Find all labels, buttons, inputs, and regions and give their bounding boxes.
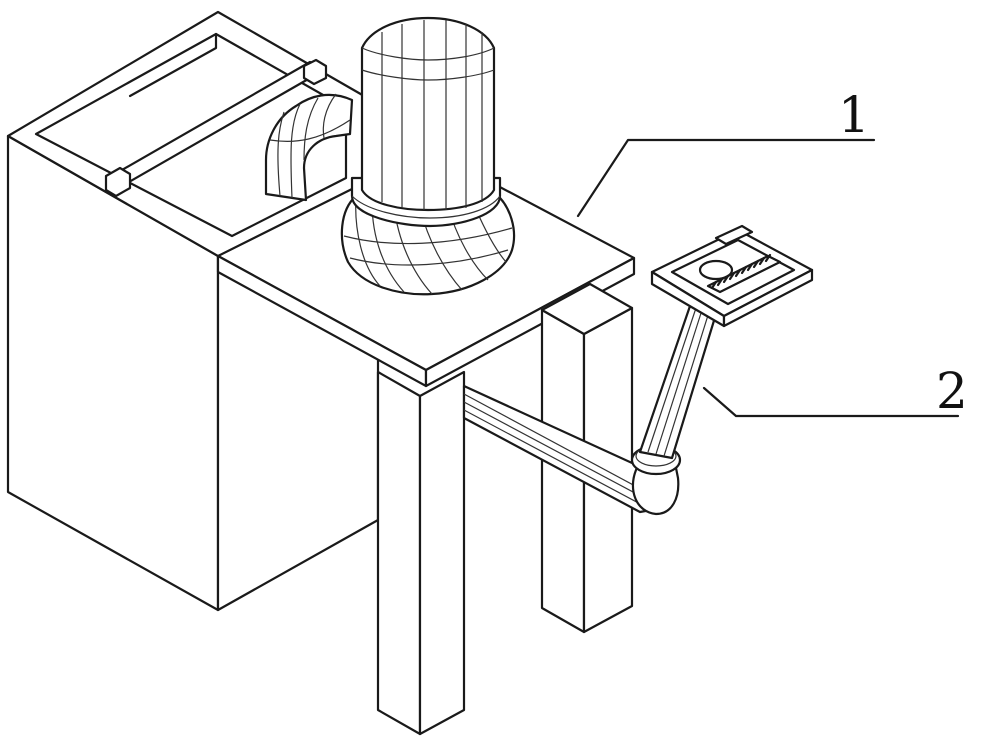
outlet-pipe <box>462 304 718 516</box>
leader-line-2 <box>702 386 960 418</box>
leader-line-1 <box>576 138 876 218</box>
crossbar-block-left <box>104 166 132 198</box>
head-roller <box>714 224 754 246</box>
leg-back-top <box>540 282 634 336</box>
label-1: 1 <box>838 86 870 144</box>
leg-front-front <box>376 370 422 736</box>
head-inner-tray <box>670 238 796 306</box>
pump-motor <box>340 16 516 296</box>
crossbar-block-right <box>302 58 328 86</box>
pipe-riser <box>638 304 718 460</box>
pump-cylinder <box>360 16 496 212</box>
pump-inlet-elbow <box>264 93 354 202</box>
tank-inner-wall <box>128 32 218 98</box>
callouts: 1 2 <box>576 86 968 420</box>
head-outlet-hole <box>698 259 734 281</box>
label-2: 2 <box>936 362 968 420</box>
head-side-edge <box>722 268 814 328</box>
brush-bristles <box>710 253 772 290</box>
suction-head <box>650 224 814 328</box>
head-brush <box>706 254 782 294</box>
leg-front-side <box>418 370 466 736</box>
elbow-body <box>264 93 354 202</box>
